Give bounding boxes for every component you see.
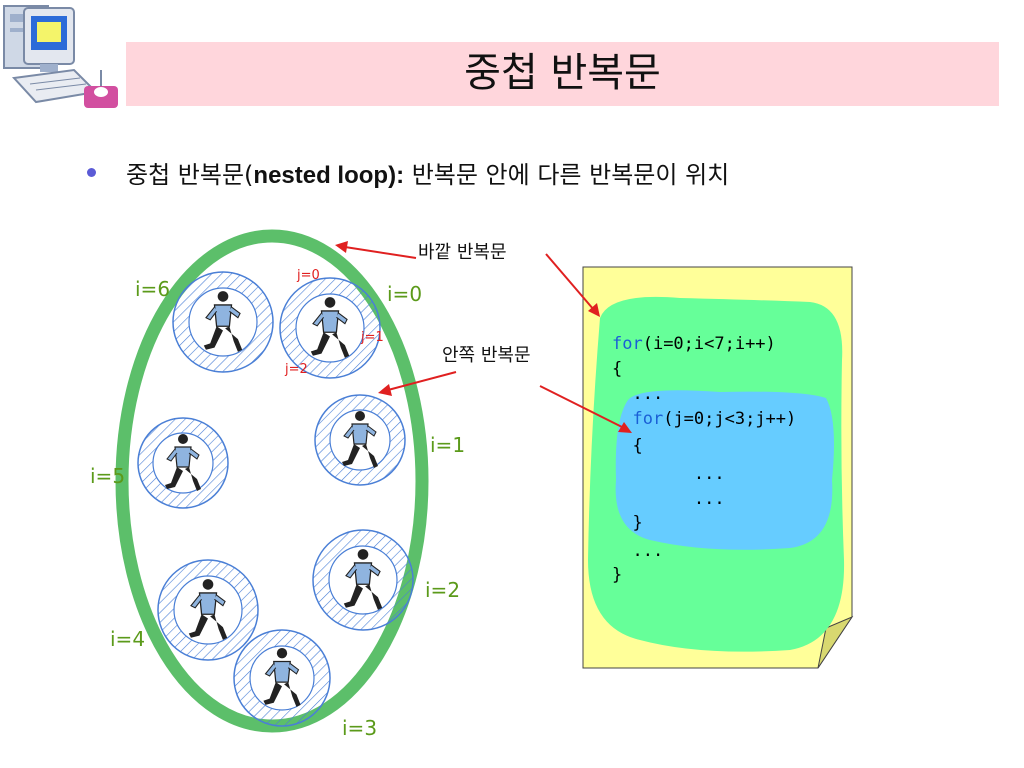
i-label: i=1 [430,433,466,457]
bullet-prefix: 중첩 반복문( [126,161,254,189]
code-keyword: for [612,334,643,354]
code-line-inner-for: for(j=0;j<3;j++) [612,406,796,432]
i-label: i=0 [387,282,423,306]
wheel-i2 [312,529,414,631]
wheel-i5 [137,417,229,509]
inner-arrow-to-code [539,385,632,433]
i-label: i=2 [425,578,461,602]
code-line: ... [612,541,664,561]
inner-loop-annotation: 안쪽 반복문 [442,345,531,366]
i-label: i=4 [110,627,146,651]
inner-loop-block [615,390,834,550]
i-label: i=6 [135,277,171,301]
wheel-i1 [314,394,406,486]
outer-arrow-to-code [545,253,600,317]
i-label: i=5 [90,464,126,488]
computer-icon [3,5,118,108]
code-line: ... [612,489,725,509]
code-line: { [612,436,643,456]
j-label: j=0 [297,268,320,283]
j-label: j=2 [285,362,308,377]
inner-arrow-to-wheel [378,371,457,396]
wheel-i4 [157,559,259,661]
title-bar [126,42,999,106]
code-text: (j=0;j<3;j++) [663,409,797,429]
i-label: i=3 [342,716,378,740]
bullet-english: nested loop): [253,162,405,189]
code-line: { [612,359,623,379]
bullet-dot [87,168,96,177]
wheel-i0 [279,277,381,379]
wheel-i3 [233,629,331,727]
code-line: } [612,565,623,585]
page-title: 중첩 반복문 [464,50,661,96]
outer-loop-ring [115,229,429,733]
code-text: (i=0;i<7;i++) [642,334,776,354]
code-line: } [612,513,643,533]
wheel-i6 [172,271,274,373]
code-line: ... [612,384,664,404]
outer-arrow-to-ring [335,241,417,259]
code-line-outer-for: for(i=0;i<7;i++) [612,331,776,357]
outer-loop-annotation: 바깥 반복문 [418,242,507,263]
code-keyword: for [632,409,664,429]
page-curl [817,615,854,669]
bullet-text: 중첩 반복문(nested loop): 반복문 안에 다른 반복문이 위치 [126,155,729,190]
code-line: ... [612,464,725,484]
j-label: j=1 [361,330,384,345]
bullet-suffix: 반복문 안에 다른 반복문이 위치 [404,161,730,189]
